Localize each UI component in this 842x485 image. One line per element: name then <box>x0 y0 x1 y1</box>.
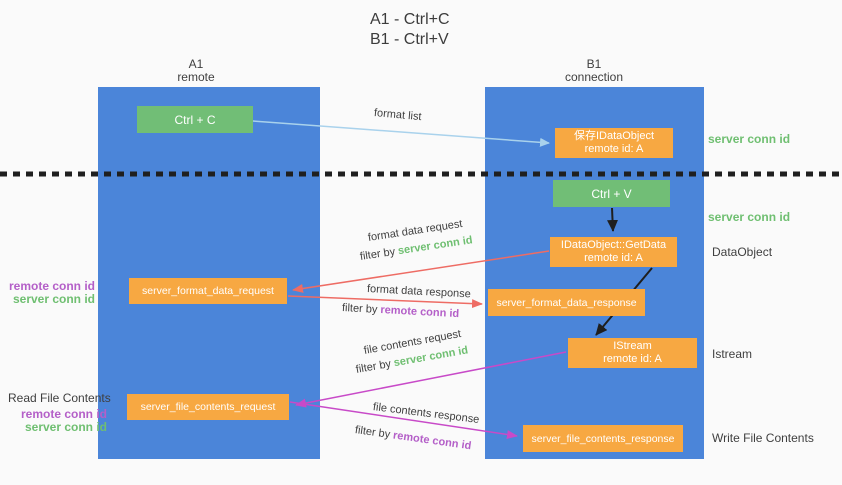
read-file-contents-label: Read File Contents <box>8 391 111 405</box>
server-file-contents-request-label: server_file_contents_request <box>140 401 276 413</box>
format-data-response-arrow <box>287 295 483 309</box>
remote-conn-id-left-2: remote conn id <box>20 407 107 421</box>
server-file-contents-response-label: server_file_contents_response <box>531 432 675 445</box>
istream-line2: remote id: A <box>603 353 662 365</box>
format-data-request-arrow <box>292 250 550 293</box>
getdata-line2: remote id: A <box>584 252 643 264</box>
write-file-contents-label: Write File Contents <box>712 431 814 445</box>
server-conn-id-left-1: server conn id <box>12 292 95 306</box>
dataobject-label: DataObject <box>712 245 773 259</box>
server-format-data-request-label: server_format_data_request <box>142 285 274 297</box>
title-line-a1: A1 - Ctrl+C <box>370 11 450 28</box>
file-contents-response-arrow <box>289 401 518 439</box>
server-conn-id-left-2: server conn id <box>24 420 107 434</box>
getdata-node: IDataObject::GetData remote id: A <box>550 237 677 267</box>
column-header-b1: B1 connection <box>534 58 654 84</box>
filter-by-text-2: filter by <box>341 302 378 316</box>
ctrl-c-node: Ctrl + C <box>137 106 253 133</box>
column-b1-subtitle: connection <box>564 70 624 84</box>
title-line-b1: B1 - Ctrl+V <box>370 31 449 48</box>
save-idataobject-node: 保存IDataObject remote id: A <box>555 128 673 158</box>
conn-id-left-block-1: remote conn id server conn id <box>0 280 95 306</box>
server-conn-id-right-top: server conn id <box>708 132 791 146</box>
ctrlv-to-getdata-arrow <box>607 207 619 232</box>
ctrl-v-label: Ctrl + V <box>591 186 632 201</box>
server-conn-id-right-mid: server conn id <box>708 210 791 224</box>
column-a1-subtitle: remote <box>177 70 215 84</box>
server-format-data-request-node: server_format_data_request <box>129 278 287 304</box>
ctrl-c-label: Ctrl + C <box>174 112 216 127</box>
getdata-line1: IDataObject::GetData <box>560 239 667 251</box>
server-file-contents-request-node: server_file_contents_request <box>127 394 289 420</box>
column-b1-name: B1 <box>586 57 602 71</box>
file-contents-request-arrow <box>295 351 567 408</box>
format-list-arrow <box>252 120 550 147</box>
remote-conn-id-left-1: remote conn id <box>8 279 95 293</box>
ctrl-v-node: Ctrl + V <box>553 180 670 207</box>
column-a1-name: A1 <box>188 57 204 71</box>
column-header-a1: A1 remote <box>136 58 256 84</box>
conn-id-left-block-2: remote conn id server conn id <box>0 408 107 434</box>
server-format-data-response-node: server_format_data_response <box>488 289 645 316</box>
server-format-data-response-label: server_format_data_response <box>496 296 637 309</box>
server-file-contents-response-node: server_file_contents_response <box>523 425 683 452</box>
save-idataobject-line2: remote id: A <box>584 143 644 155</box>
istream-side-label: Istream <box>712 347 753 361</box>
save-idataobject-line1: 保存IDataObject <box>573 130 655 142</box>
diagram-title: A1 - Ctrl+C B1 - Ctrl+V <box>370 10 450 50</box>
istream-node: IStream remote id: A <box>568 338 697 368</box>
istream-line1: IStream <box>613 340 652 352</box>
